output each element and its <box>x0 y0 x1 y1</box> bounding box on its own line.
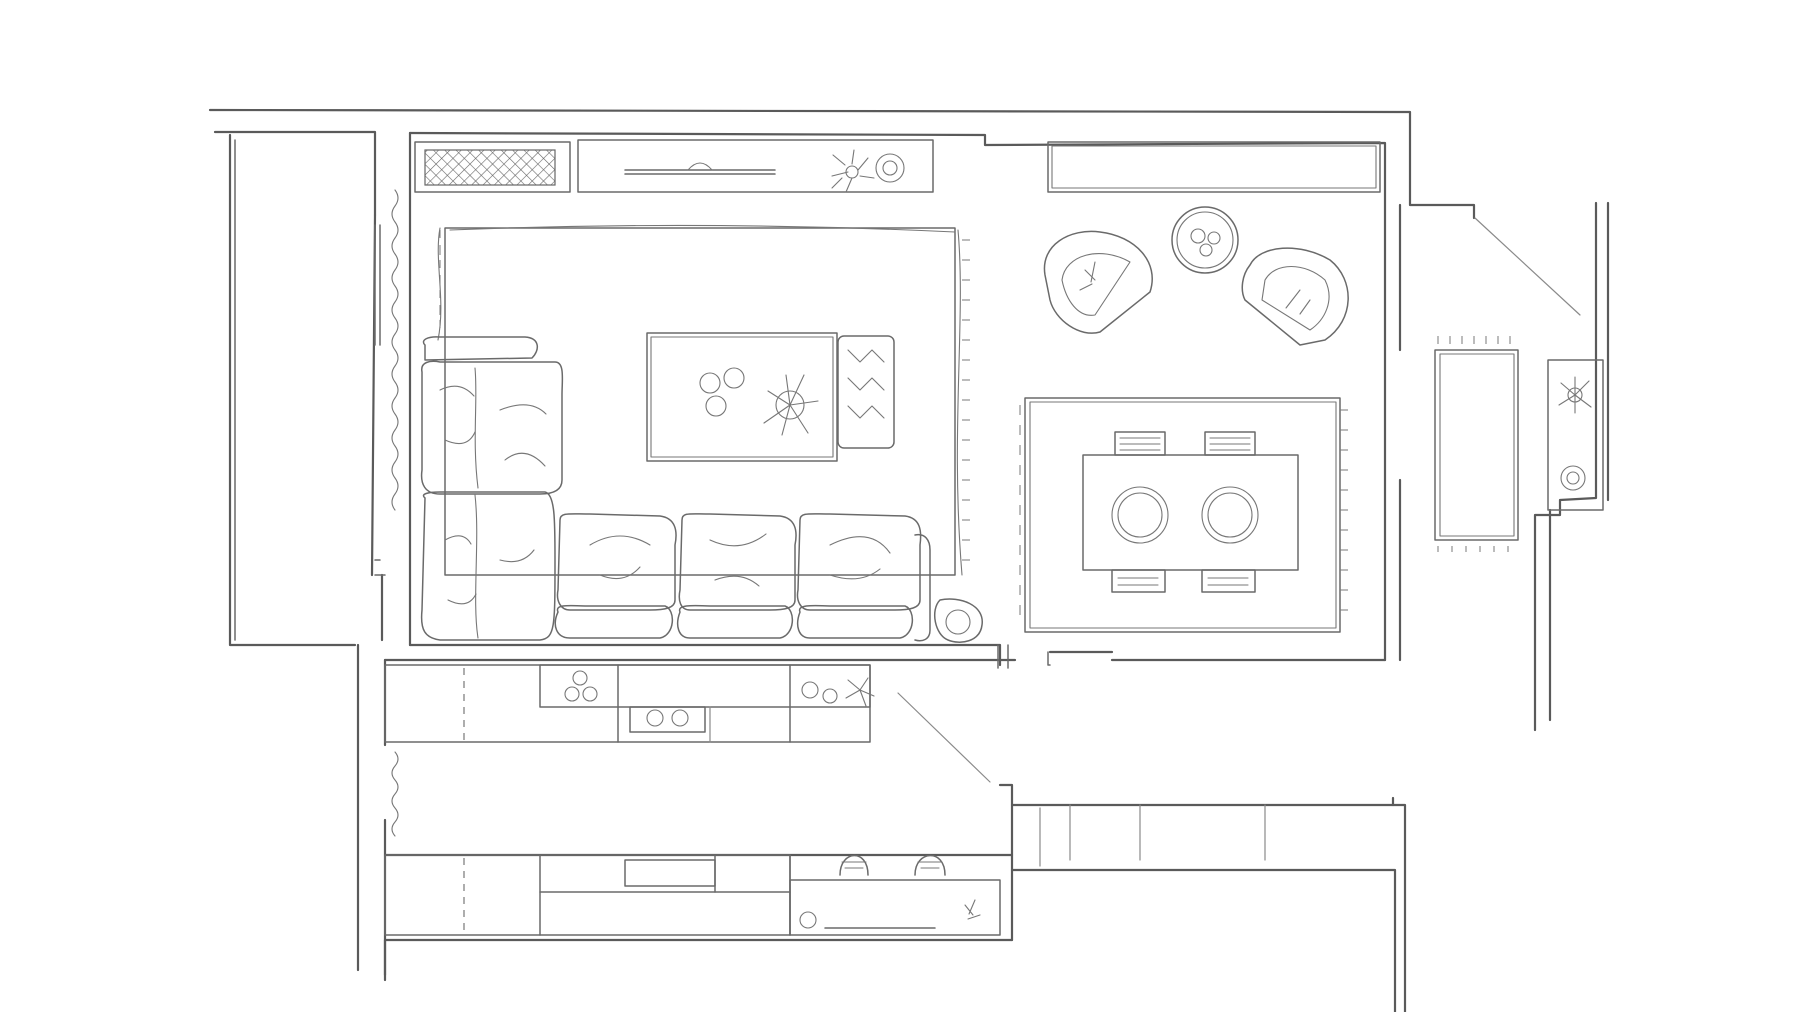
living-room <box>374 139 983 643</box>
curtain-icon <box>391 189 399 511</box>
plant-icon <box>1558 376 1592 414</box>
curtain-icon <box>391 751 399 837</box>
table-icon <box>1082 431 1299 593</box>
side-table <box>933 598 983 643</box>
rug-icon <box>437 224 970 576</box>
armchair-icon <box>1043 230 1153 334</box>
stove-icon <box>789 879 1001 936</box>
rug-icon <box>1019 397 1348 633</box>
bowl-icon <box>572 670 588 686</box>
armchair-icon <box>1241 247 1349 346</box>
dining-area <box>1019 141 1381 633</box>
exterior-walls <box>208 108 1610 1012</box>
bowl-icon <box>1171 206 1239 274</box>
rug-icon <box>1434 336 1519 552</box>
sofa-icon <box>420 336 931 642</box>
table-icon <box>646 332 838 462</box>
kitchen <box>384 664 1001 936</box>
entry <box>1434 336 1604 552</box>
plant-icon <box>845 677 875 707</box>
sink-icon <box>629 706 706 733</box>
plant-icon <box>831 149 875 193</box>
ottoman <box>837 335 895 449</box>
window-frames <box>374 559 1051 669</box>
plant-icon <box>763 374 819 436</box>
bowl-icon <box>875 153 905 183</box>
